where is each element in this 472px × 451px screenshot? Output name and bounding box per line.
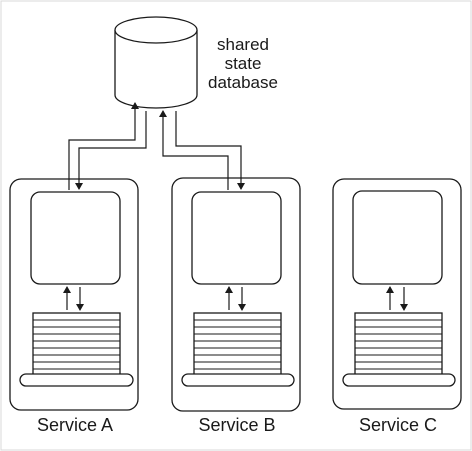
service-b-db-links (159, 110, 245, 190)
service-a-db-links (68, 102, 147, 190)
service-a-write-arrow (68, 102, 139, 190)
service-b-process-box (191, 191, 282, 285)
database-label-line-1: shared (217, 35, 269, 54)
database-cylinder (114, 16, 198, 109)
service-c-storage-stack (342, 312, 456, 387)
database-label: shared state database (195, 35, 291, 92)
service-a-storage-stack (19, 312, 134, 387)
database-label-line-2: state (224, 54, 262, 73)
service-c-process-box (352, 190, 443, 285)
service-c-node (332, 178, 462, 410)
service-a-process-box (30, 191, 121, 285)
service-a-label: Service A (36, 415, 114, 435)
service-b-storage-stack (181, 312, 295, 387)
service-b-read-arrow (175, 111, 245, 190)
service-a-read-arrow (75, 111, 147, 190)
service-a-node (9, 178, 139, 411)
service-b-node (171, 177, 301, 412)
service-b-label: Service B (198, 415, 276, 435)
service-b-write-arrow (159, 110, 229, 190)
database-label-line-3: database (208, 73, 278, 92)
service-c-label: Service C (358, 415, 438, 435)
